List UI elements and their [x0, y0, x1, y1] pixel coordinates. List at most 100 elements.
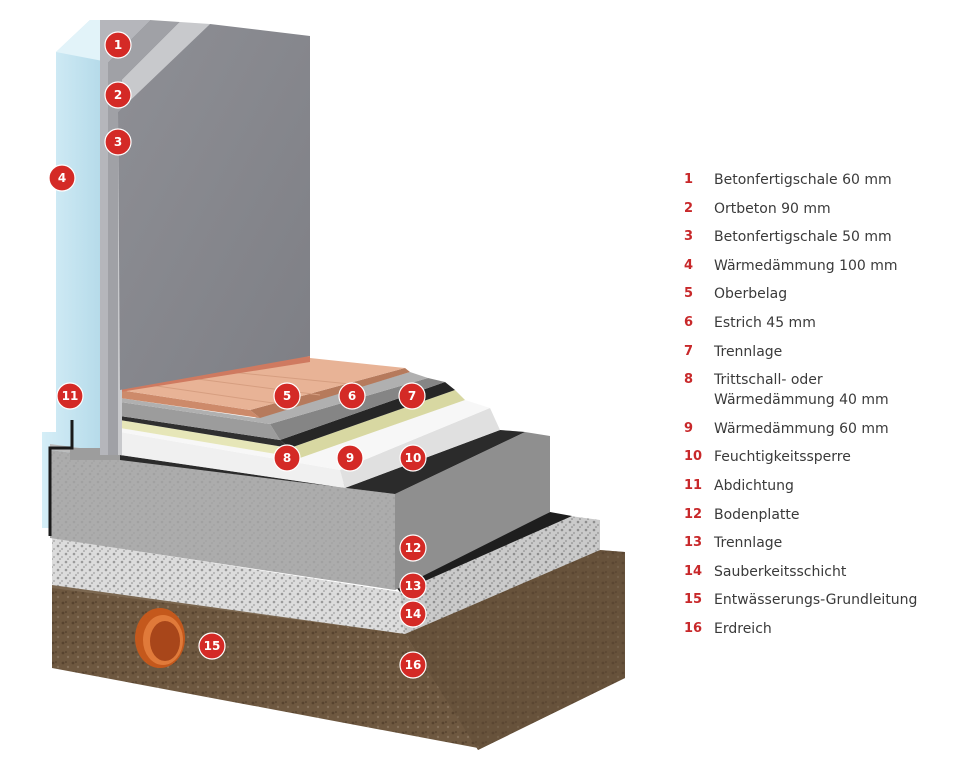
- legend-text: Entwässerungs-Grundleitung: [714, 592, 918, 609]
- legend-number: 11: [684, 477, 703, 493]
- marker-6: 6: [338, 382, 366, 410]
- sealing-line: [48, 420, 74, 536]
- legend-text: Sauberkeitsschicht: [714, 563, 847, 580]
- legend-text: Betonfertigschale 60 mm: [714, 172, 892, 188]
- marker-circle: [198, 632, 226, 660]
- marker-number: 9: [346, 451, 354, 465]
- legend-text: Estrich 45 mm: [714, 314, 816, 331]
- marker-number: 5: [283, 389, 291, 403]
- marker-number: 15: [204, 639, 221, 653]
- legend-text: Trennlage: [714, 343, 783, 360]
- legend-item: 14 Sauberkeitsschicht: [684, 562, 946, 582]
- marker-8: 8: [273, 444, 301, 472]
- legend-text: Feuchtigkeitssperre: [714, 449, 851, 466]
- marker-number: 11: [62, 389, 79, 403]
- legend-item: 6 Estrich 45 mm: [684, 313, 946, 333]
- legend-number: 9: [684, 420, 694, 436]
- separation-layer-13: [395, 512, 572, 592]
- legend-item: 10 Feuchtigkeitssperre: [684, 447, 946, 467]
- skirting: [120, 356, 310, 392]
- legend-text: Abdichtung: [714, 477, 794, 494]
- legend-item: 9 Wärmedämmung 60 mm: [684, 419, 946, 439]
- legend-item: 8 Trittschall- oder Wärmedämmung 40 mm: [684, 370, 946, 410]
- legend-text: Bodenplatte: [714, 506, 800, 523]
- marker-number: 16: [405, 658, 422, 672]
- floor-tiles: [120, 390, 260, 418]
- legend-item: 4 Wärmedämmung 100 mm: [684, 256, 946, 276]
- legend-text: Trittschall- oder Wärmedämmung 40 mm: [714, 372, 889, 409]
- marker-circle: [273, 444, 301, 472]
- marker-circle: [56, 382, 84, 410]
- screed: [120, 402, 280, 440]
- marker-2: 2: [104, 81, 132, 109]
- legend-item: 2 Ortbeton 90 mm: [684, 199, 946, 219]
- marker-5: 5: [273, 382, 301, 410]
- legend-number: 16: [684, 620, 703, 636]
- marker-4: 4: [48, 164, 76, 192]
- legend-text: Betonfertigschale 50 mm: [714, 229, 892, 246]
- marker-number: 1: [114, 38, 122, 52]
- wall-insulation: [42, 20, 100, 528]
- legend-number: 3: [684, 229, 694, 245]
- legend-text: Erdreich: [714, 620, 772, 637]
- marker-number: 2: [114, 88, 122, 102]
- legend-text: Wärmedämmung 100 mm: [714, 257, 898, 274]
- legend-number: 14: [684, 563, 703, 579]
- marker-circle: [398, 382, 426, 410]
- legend-number: 10: [684, 449, 703, 465]
- wall-outer-shell: [100, 20, 150, 455]
- marker-circle: [399, 534, 427, 562]
- blinding-layer-side: [400, 516, 600, 634]
- base-slab-side: [395, 432, 550, 590]
- legend-number: 2: [684, 200, 694, 216]
- marker-13: 13: [399, 572, 427, 600]
- marker-10: 10: [399, 444, 427, 472]
- legend-item: 15 Entwässerungs-Grundleitung: [684, 590, 946, 610]
- marker-14: 14: [399, 600, 427, 628]
- legend-number: 4: [684, 257, 694, 273]
- legend-number: 13: [684, 535, 703, 551]
- legend-text: Trennlage: [714, 535, 783, 552]
- marker-11: 11: [56, 382, 84, 410]
- marker-circle: [48, 164, 76, 192]
- marker-number: 3: [114, 135, 122, 149]
- marker-1: 1: [104, 31, 132, 59]
- legend-number: 6: [684, 314, 694, 330]
- separation-layer-7: [120, 416, 290, 448]
- marker-circle: [104, 128, 132, 156]
- legend-text: Ortbeton 90 mm: [714, 200, 831, 217]
- legend-number: 5: [684, 286, 694, 302]
- legend-number: 7: [684, 343, 694, 359]
- legend-item: 11 Abdichtung: [684, 476, 946, 496]
- marker-3: 3: [104, 128, 132, 156]
- blinding-layer-front: [52, 538, 405, 634]
- legend-text: Oberbelag: [714, 286, 788, 303]
- marker-circle: [104, 31, 132, 59]
- marker-number: 12: [405, 541, 422, 555]
- marker-circle: [273, 382, 301, 410]
- moisture-barrier: [120, 430, 525, 494]
- marker-circle: [336, 444, 364, 472]
- legend-item: 7 Trennlage: [684, 342, 946, 362]
- legend-number: 8: [684, 372, 694, 388]
- wall-face: [118, 24, 310, 390]
- marker-circle: [399, 600, 427, 628]
- marker-number: 8: [283, 451, 291, 465]
- marker-number: 4: [58, 171, 66, 185]
- marker-circle: [338, 382, 366, 410]
- legend-number: 15: [684, 592, 703, 608]
- marker-number: 13: [405, 579, 422, 593]
- marker-15: 15: [198, 632, 226, 660]
- legend-text: Wärmedämmung 60 mm: [714, 420, 889, 437]
- marker-circle: [104, 81, 132, 109]
- marker-7: 7: [398, 382, 426, 410]
- marker-circle: [399, 651, 427, 679]
- marker-number: 10: [405, 451, 422, 465]
- marker-16: 16: [399, 651, 427, 679]
- legend-item: 13 Trennlage: [684, 533, 946, 553]
- marker-circle: [399, 444, 427, 472]
